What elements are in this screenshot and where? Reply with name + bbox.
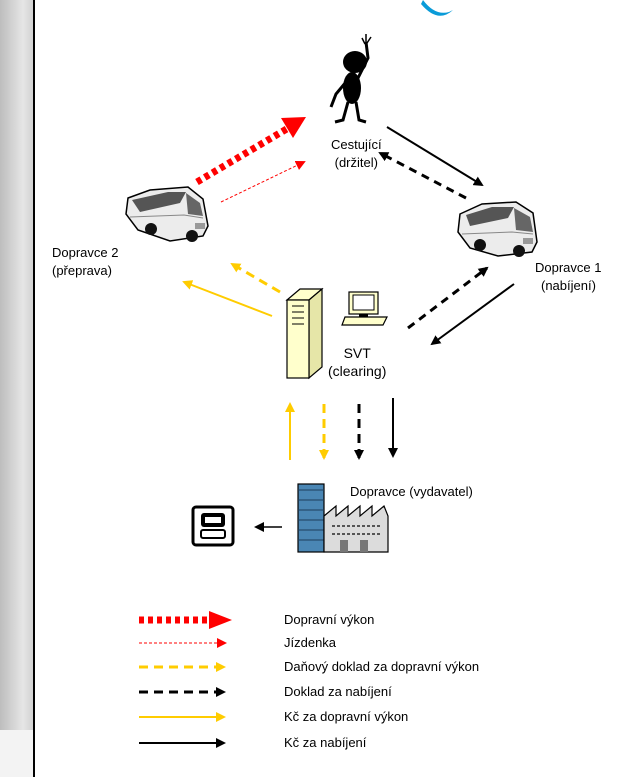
svt-label: SVT (clearing)	[328, 344, 386, 380]
carrier1-label: Dopravce 1 (nabíjení)	[535, 259, 601, 295]
bus-carrier1-icon	[457, 201, 538, 257]
arrow-payment-to-carrier2	[182, 280, 273, 317]
legend-label-charging-payment: Kč za nabíjení	[284, 735, 367, 750]
frame-border	[33, 0, 35, 777]
carrier1-label-line1: Dopravce 1	[535, 260, 602, 275]
arrow-transport-service-head	[281, 117, 306, 138]
carrier2-label-line1: Dopravce 2	[52, 245, 119, 260]
bus-carrier2-icon	[125, 186, 209, 242]
carrier2-label-line2: (přeprava)	[52, 263, 112, 278]
server-icon	[285, 287, 324, 380]
issuer-building-icon	[297, 483, 389, 553]
legend-label-tax-receipt: Daňový doklad za dopravní výkon	[284, 659, 480, 674]
arrow-charging-receipt-to-traveler	[378, 151, 467, 200]
svt-label-line1: SVT	[343, 345, 371, 361]
arrow-tax-receipt-to-carrier2	[230, 262, 281, 294]
svt-label-line2: (clearing)	[328, 363, 387, 379]
carrier2-label: Dopravce 2 (přeprava)	[52, 244, 118, 280]
traveler-figure-icon	[329, 34, 372, 124]
arrow-payment-carrier1-to-svt	[430, 283, 515, 346]
left-margin-band-lower	[0, 730, 33, 777]
card-reader-icon	[191, 505, 235, 547]
left-margin-band	[0, 0, 33, 777]
legend-label-transport: Dopravní výkon	[284, 612, 375, 627]
traveler-label-line2: (držitel)	[334, 155, 378, 170]
legend-samples	[139, 611, 232, 748]
arrow-ticket	[220, 160, 306, 203]
traveler-label-line1: Cestující	[331, 137, 382, 152]
arrow-transport-service	[195, 123, 292, 186]
carrier1-label-line2: (nabíjení)	[541, 278, 596, 293]
traveler-label: Cestující (držitel)	[331, 136, 382, 172]
arrow-charging-payment-to-carrier1	[386, 126, 484, 187]
legend-label-charging-receipt: Doklad za nabíjení	[284, 684, 392, 699]
legend-label-ticket: Jízdenka	[284, 635, 337, 650]
issuer-label: Dopravce (vydavatel)	[350, 484, 473, 499]
computer-icon	[341, 291, 388, 326]
legend-label-transport-payment: Kč za dopravní výkon	[284, 709, 409, 724]
arrow-receipt-svt-to-carrier1	[407, 266, 489, 330]
top-decoration-arc	[421, 0, 453, 16]
